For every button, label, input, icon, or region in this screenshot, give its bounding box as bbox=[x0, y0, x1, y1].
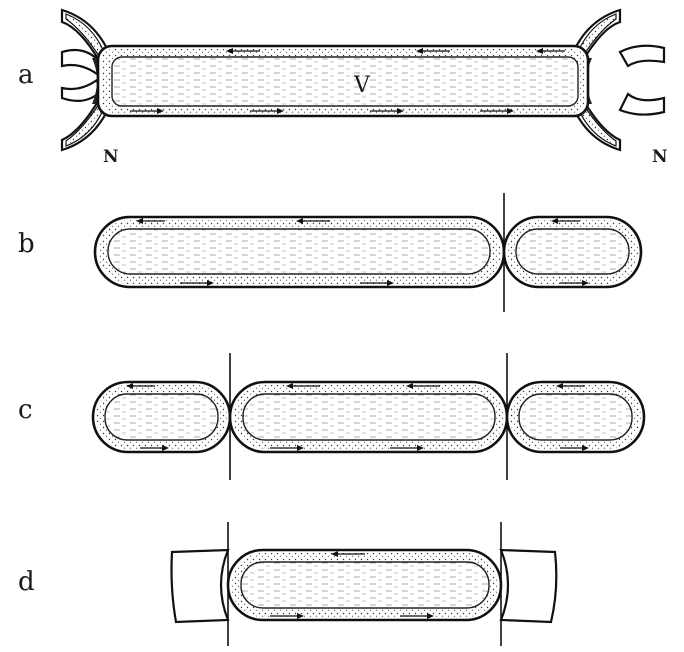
collapsed-cell-right bbox=[501, 550, 556, 622]
row-a: a V N N bbox=[18, 10, 668, 167]
row-d: d bbox=[18, 522, 556, 646]
row-b: b bbox=[18, 193, 641, 312]
row-label-c: c bbox=[18, 395, 33, 425]
cell-c-left-vacuole bbox=[105, 394, 218, 440]
vacuole-label: V bbox=[353, 73, 371, 98]
node-label-left: N bbox=[103, 147, 119, 167]
cell-d-vacuole bbox=[241, 562, 489, 608]
cell-b-left-vacuole bbox=[108, 229, 490, 274]
cell-c-middle-vacuole bbox=[243, 394, 495, 440]
collapsed-cell-left bbox=[172, 550, 229, 622]
row-label-a: a bbox=[18, 60, 34, 90]
node-label-right: N bbox=[652, 147, 668, 167]
row-label-d: d bbox=[18, 567, 35, 597]
row-label-b: b bbox=[18, 229, 35, 259]
cell-a-vacuole bbox=[112, 57, 578, 106]
cell-b-right-vacuole bbox=[516, 229, 629, 274]
row-c: c bbox=[18, 353, 644, 480]
cell-c-right-vacuole bbox=[519, 394, 632, 440]
